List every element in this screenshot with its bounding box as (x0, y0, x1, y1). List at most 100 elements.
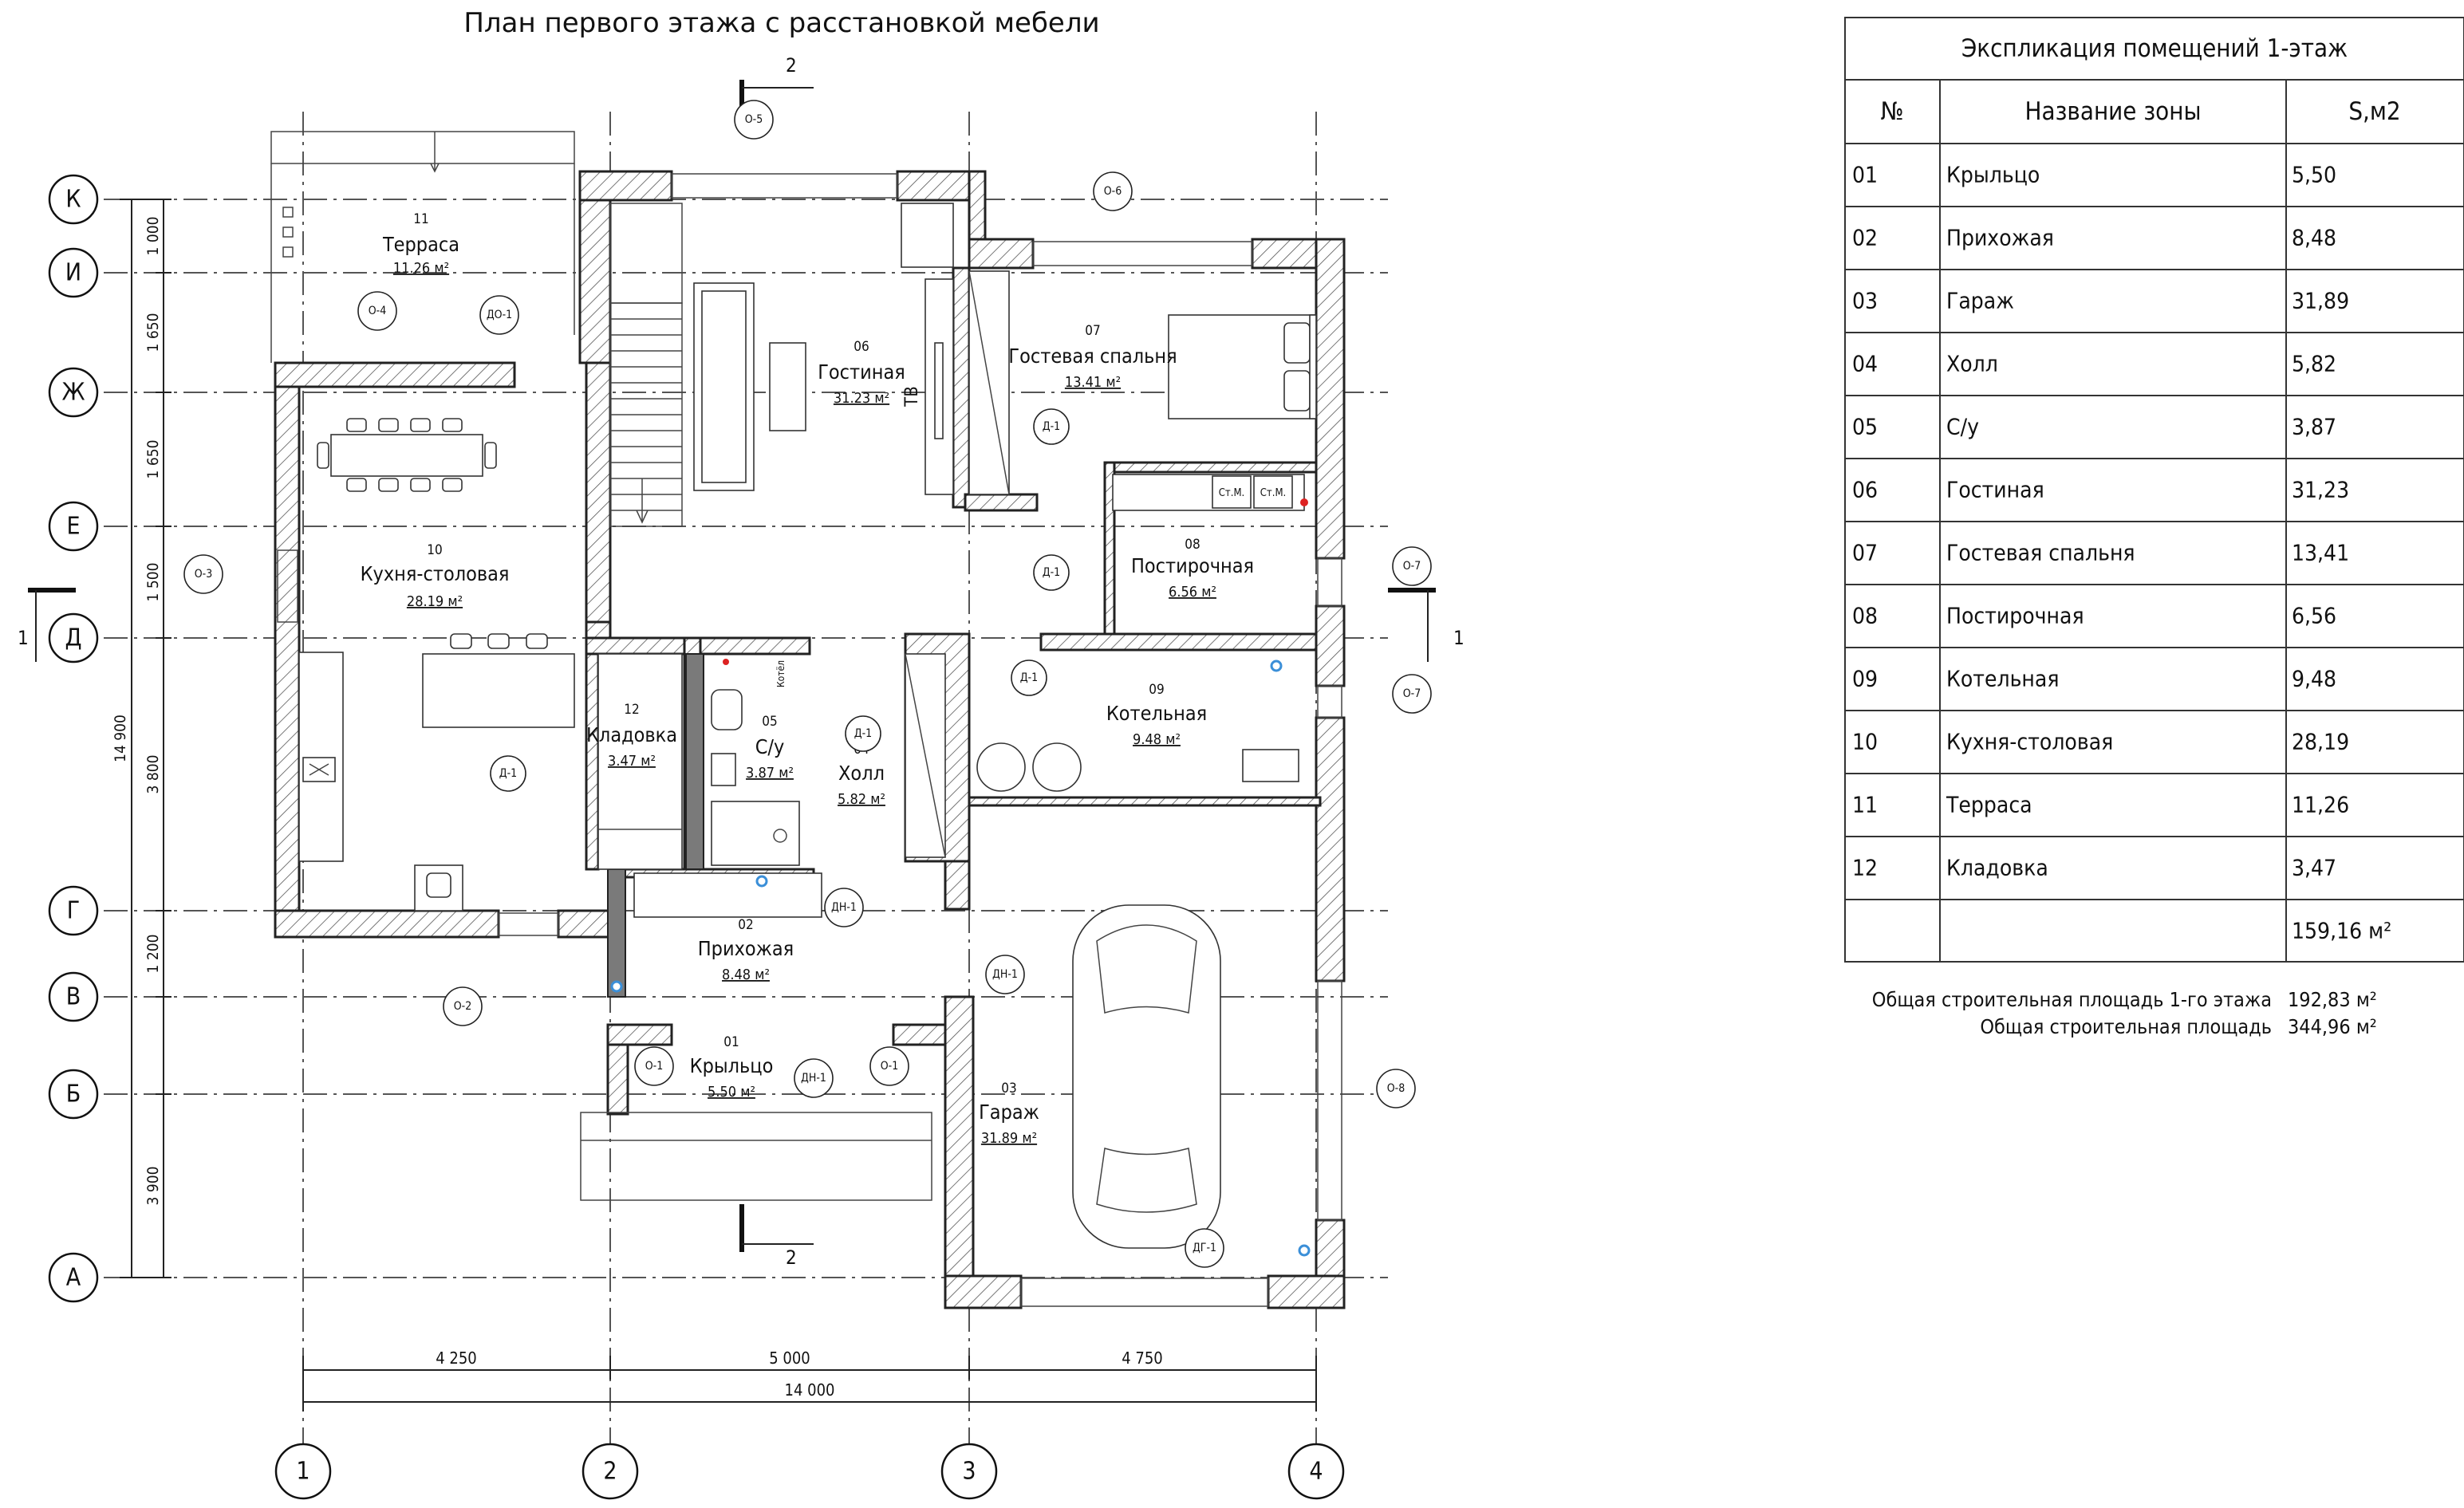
svg-text:4 250: 4 250 (436, 1349, 477, 1368)
summary-label-floor: Общая строительная площадь 1-го этажа (1872, 988, 2272, 1011)
svg-text:9.48 м²: 9.48 м² (1133, 731, 1181, 748)
room-label-kitchen: 10 Кухня-столовая 28.19 м² (361, 542, 510, 610)
svg-text:2: 2 (786, 1246, 797, 1269)
svg-text:О-8: О-8 (1387, 1082, 1405, 1095)
svg-text:Терраса: Терраса (1946, 792, 2032, 818)
tag-dg1: ДГ-1 (1185, 1228, 1224, 1268)
svg-text:09: 09 (1149, 682, 1164, 698)
dimension-chain-left: 1 000 1 650 1 650 1 500 3 800 1 200 3 90… (112, 199, 171, 1278)
section-mark-2-bottom: 2 (739, 1204, 814, 1269)
svg-text:3.87 м²: 3.87 м² (746, 765, 794, 782)
svg-text:Котельная: Котельная (1946, 666, 2059, 692)
svg-text:12: 12 (1852, 855, 1878, 881)
svg-text:Постирочная: Постирочная (1946, 603, 2084, 629)
svg-text:11.26 м²: 11.26 м² (393, 260, 449, 277)
summary-label-total: Общая строительная площадь (1980, 1015, 2272, 1038)
svg-text:3.47 м²: 3.47 м² (608, 753, 656, 770)
svg-text:О-1: О-1 (881, 1060, 898, 1073)
svg-text:07: 07 (1085, 323, 1100, 339)
svg-text:12: 12 (624, 702, 639, 718)
room-label-wc: 05 С/у 3.87 м² (746, 714, 794, 782)
svg-text:Прихожая: Прихожая (698, 937, 794, 960)
tag-o1-right: О-1 (869, 1046, 909, 1086)
tag-d1-boiler: Д-1 (1011, 660, 1047, 696)
svg-text:Гостиная: Гостиная (1946, 477, 2044, 503)
room-label-porch: 01 Крыльцо 5.50 м² (690, 1034, 774, 1100)
svg-text:1: 1 (18, 627, 29, 649)
axis-bubble-i: И (48, 247, 99, 298)
plan-title: План первого этажа с расстановкой мебели (463, 7, 1099, 39)
svg-text:С/у: С/у (1946, 414, 1979, 440)
svg-text:13,41: 13,41 (2292, 540, 2349, 566)
svg-text:3,87: 3,87 (2292, 414, 2336, 440)
svg-text:ДГ-1: ДГ-1 (1193, 1242, 1216, 1254)
svg-text:3,47: 3,47 (2292, 855, 2336, 881)
tag-o3: О-3 (183, 554, 223, 594)
svg-text:03: 03 (1001, 1081, 1016, 1097)
svg-text:4 750: 4 750 (1122, 1349, 1163, 1368)
svg-text:01: 01 (1852, 162, 1878, 188)
svg-text:10: 10 (1852, 729, 1878, 755)
tag-d1-wc: Д-1 (845, 715, 881, 752)
svg-text:О-6: О-6 (1104, 185, 1122, 198)
svg-text:ДО-1: ДО-1 (487, 309, 512, 321)
svg-text:9,48: 9,48 (2292, 666, 2336, 692)
svg-text:Д-1: Д-1 (1020, 671, 1038, 684)
axis-bubble-d: Д (48, 612, 99, 663)
svg-text:1: 1 (296, 1458, 309, 1486)
svg-text:ДН-1: ДН-1 (831, 901, 857, 914)
svg-text:06: 06 (1852, 477, 1878, 503)
svg-text:09: 09 (1852, 666, 1878, 692)
boiler-label: Котёл (775, 660, 787, 687)
svg-text:4: 4 (1309, 1458, 1323, 1486)
explication-table: Экспликация помещений 1-этаж № Название … (1844, 17, 2464, 963)
washer-label-1: Ст.М. (1219, 487, 1245, 499)
svg-text:1 650: 1 650 (144, 313, 162, 352)
svg-text:Г: Г (67, 897, 80, 925)
svg-text:1 200: 1 200 (144, 935, 162, 974)
walls (274, 170, 1346, 1309)
room-label-guest: 07 Гостевая спальня 13.41 м² (1008, 323, 1177, 391)
svg-text:13.41 м²: 13.41 м² (1065, 374, 1121, 391)
tag-o8: О-8 (1376, 1069, 1416, 1108)
table-header-name: Название зоны (2025, 97, 2202, 126)
svg-text:Гостевая спальня: Гостевая спальня (1008, 345, 1177, 368)
svg-text:Гараж: Гараж (979, 1100, 1039, 1124)
tag-d1-laundry: Д-1 (1033, 554, 1070, 591)
svg-text:07: 07 (1852, 540, 1878, 566)
svg-text:3 900: 3 900 (144, 1167, 162, 1206)
svg-text:Прихожая: Прихожая (1946, 225, 2054, 251)
svg-text:В: В (66, 983, 81, 1011)
area-summary: Общая строительная площадь 1-го этажа 19… (1872, 988, 2377, 1038)
axis-bubble-g: Г (48, 885, 99, 936)
axis-bubble-b: Б (48, 1069, 99, 1120)
svg-text:Ж: Ж (61, 379, 85, 407)
svg-text:5,50: 5,50 (2292, 162, 2336, 188)
svg-text:Д-1: Д-1 (854, 727, 872, 740)
summary-value-floor: 192,83 м² (2288, 988, 2377, 1011)
svg-text:О-7: О-7 (1403, 687, 1421, 700)
tag-d1-guest: Д-1 (1033, 408, 1070, 445)
section-mark-1-left: 1 (18, 588, 76, 662)
summary-value-total: 344,96 м² (2288, 1015, 2377, 1038)
tag-o5: О-5 (734, 100, 774, 140)
table-title: Экспликация помещений 1-этаж (1961, 34, 2348, 63)
washer-label-2: Ст.М. (1260, 487, 1287, 499)
svg-text:2: 2 (603, 1458, 617, 1486)
tag-o7-top: О-7 (1392, 546, 1432, 586)
svg-text:6.56 м²: 6.56 м² (1169, 584, 1216, 600)
svg-text:Б: Б (66, 1081, 81, 1108)
svg-text:05: 05 (762, 714, 777, 730)
room-label-terrace: 11 Терраса 11.26 м² (382, 211, 459, 277)
svg-text:Гостиная: Гостиная (818, 360, 905, 384)
axis-bubble-v: В (48, 971, 99, 1022)
room-label-entry: 02 Прихожая 8.48 м² (698, 917, 794, 983)
svg-text:06: 06 (854, 339, 869, 355)
